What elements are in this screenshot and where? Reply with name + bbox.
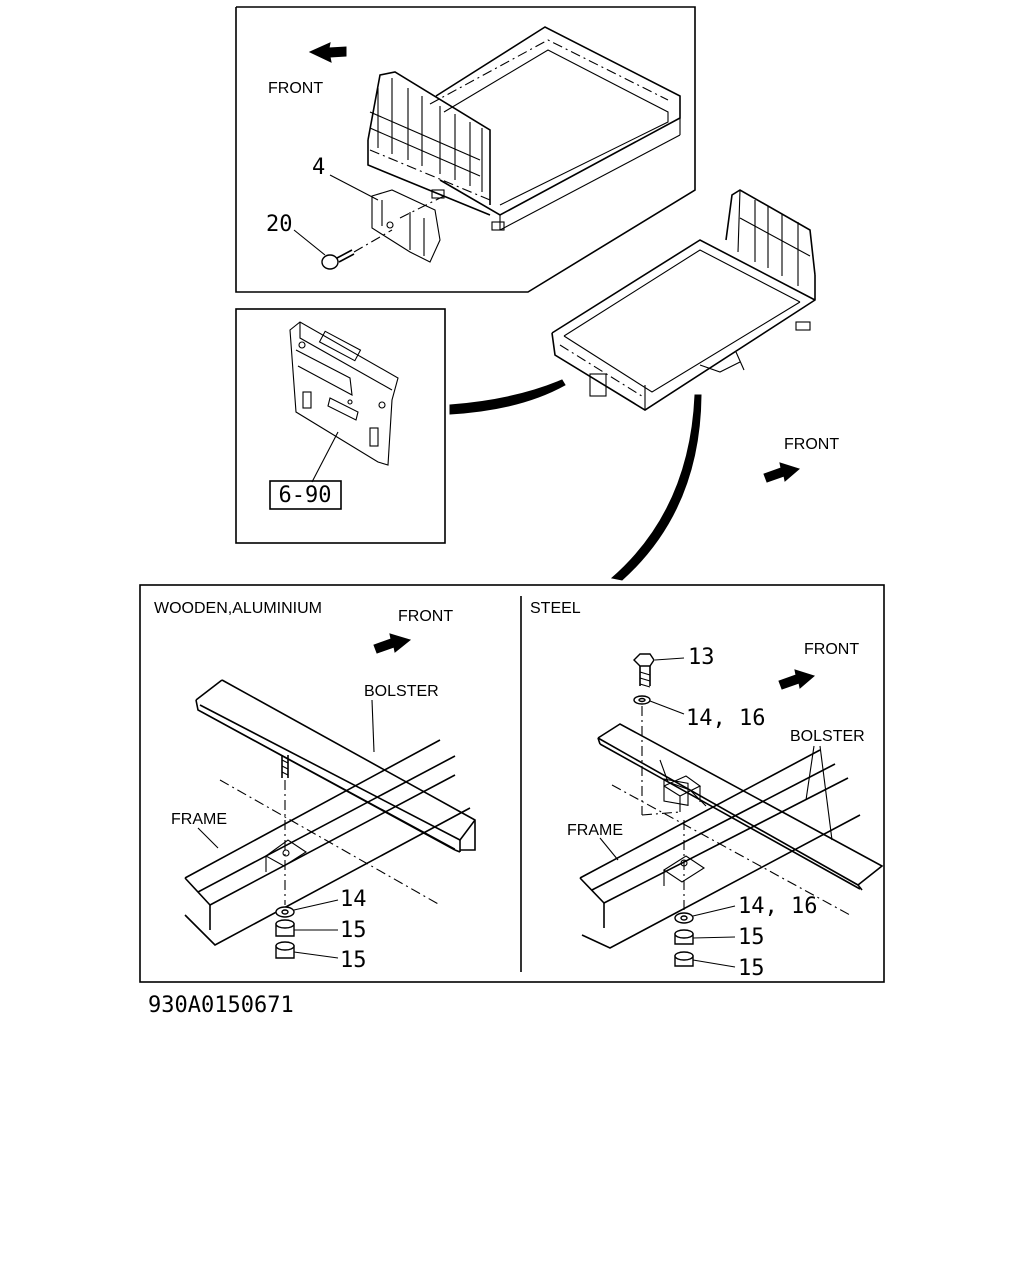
bracket-detail-panel: 6-90 <box>235 308 446 544</box>
steel-callout-13: 13 <box>688 645 715 670</box>
ref-6-90: 6-90 <box>279 483 332 508</box>
wooden-heading: WOODEN,ALUMINIUM <box>154 600 322 617</box>
wooden-bolster-label: BOLSTER <box>364 683 439 700</box>
steel-heading: STEEL <box>530 600 581 617</box>
steel-front-label: FRONT <box>804 641 859 658</box>
cargo-bed-side-illustration <box>551 189 816 411</box>
callout-4: 4 <box>312 155 325 180</box>
wooden-callout-15-b: 15 <box>340 948 367 973</box>
mounting-detail-panel <box>139 584 885 983</box>
front-arrow-left-icon <box>308 42 347 63</box>
bracket-detail-illustration <box>289 321 399 466</box>
connector-bracket-to-bed <box>449 379 566 415</box>
steel-bolster-frame-illustration <box>579 653 884 967</box>
callout-20: 20 <box>266 212 293 237</box>
side-view-bed: FRONT <box>551 189 839 483</box>
wooden-callout-14: 14 <box>340 887 367 912</box>
drawing-number: 930A0150671 <box>148 993 294 1018</box>
front-label-side: FRONT <box>784 436 839 453</box>
wooden-front-label: FRONT <box>398 608 453 625</box>
top-detail-panel: FRONT <box>235 6 696 293</box>
steel-front-arrow-icon <box>778 669 816 690</box>
connector-bed-to-bottom <box>610 394 702 581</box>
wooden-front-arrow-icon <box>373 633 412 654</box>
steel-section: STEEL FRONT <box>530 600 884 981</box>
steel-callout-15-b: 15 <box>738 956 765 981</box>
wooden-bolster-frame-illustration <box>184 679 476 959</box>
steel-frame-label: FRAME <box>567 822 623 839</box>
wooden-aluminium-section: WOODEN,ALUMINIUM FRONT <box>154 600 476 973</box>
front-label-top: FRONT <box>268 80 323 97</box>
steel-callout-14-16-top: 14, 16 <box>686 706 765 731</box>
bracket-part-4 <box>371 189 445 263</box>
steel-callout-14-16-bottom: 14, 16 <box>738 894 817 919</box>
cargo-bed-rear-illustration <box>367 26 681 231</box>
wooden-frame-label: FRAME <box>171 811 227 828</box>
steel-bolster-label: BOLSTER <box>790 728 865 745</box>
front-arrow-right-icon <box>763 462 801 483</box>
bolt-part-20 <box>321 229 393 270</box>
wooden-callout-15-a: 15 <box>340 918 367 943</box>
steel-callout-15-a: 15 <box>738 925 765 950</box>
